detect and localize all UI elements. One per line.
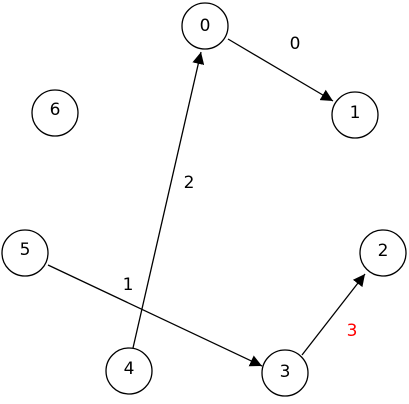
edge-line-4-0 <box>132 51 205 349</box>
node-6: 6 <box>31 89 79 137</box>
node-label-0: 0 <box>200 16 211 36</box>
edge-line-3-2 <box>301 273 366 356</box>
edge-line-0-1 <box>227 38 334 102</box>
node-5: 5 <box>1 229 49 277</box>
node-circle-2 <box>359 229 407 277</box>
node-label-3: 3 <box>280 362 291 382</box>
edge-label-4-0: 2 <box>184 173 195 193</box>
node-circle-6 <box>31 89 79 137</box>
node-label-2: 2 <box>378 241 389 261</box>
node-label-1: 1 <box>350 103 361 123</box>
node-4: 4 <box>105 347 153 395</box>
node-1: 1 <box>331 91 379 139</box>
node-label-4: 4 <box>124 359 135 379</box>
node-circle-3 <box>261 349 309 397</box>
node-label-6: 6 <box>50 100 61 120</box>
node-3: 3 <box>261 349 309 397</box>
node-circle-4 <box>105 347 153 395</box>
edge-4-0: 2 <box>132 51 205 349</box>
edge-0-1: 0 <box>227 34 334 102</box>
edge-5-3: 1 <box>47 264 263 367</box>
node-label-5: 5 <box>20 240 31 260</box>
node-0: 0 <box>181 2 229 50</box>
node-circle-5 <box>1 229 49 277</box>
edge-label-5-3: 1 <box>123 275 134 295</box>
node-2: 2 <box>359 229 407 277</box>
edge-line-5-3 <box>47 264 263 367</box>
edge-label-3-2: 3 <box>347 321 358 341</box>
node-circle-1 <box>331 91 379 139</box>
edge-3-2: 3 <box>301 273 366 356</box>
node-circle-0 <box>181 2 229 50</box>
edge-label-0-1: 0 <box>290 34 301 54</box>
